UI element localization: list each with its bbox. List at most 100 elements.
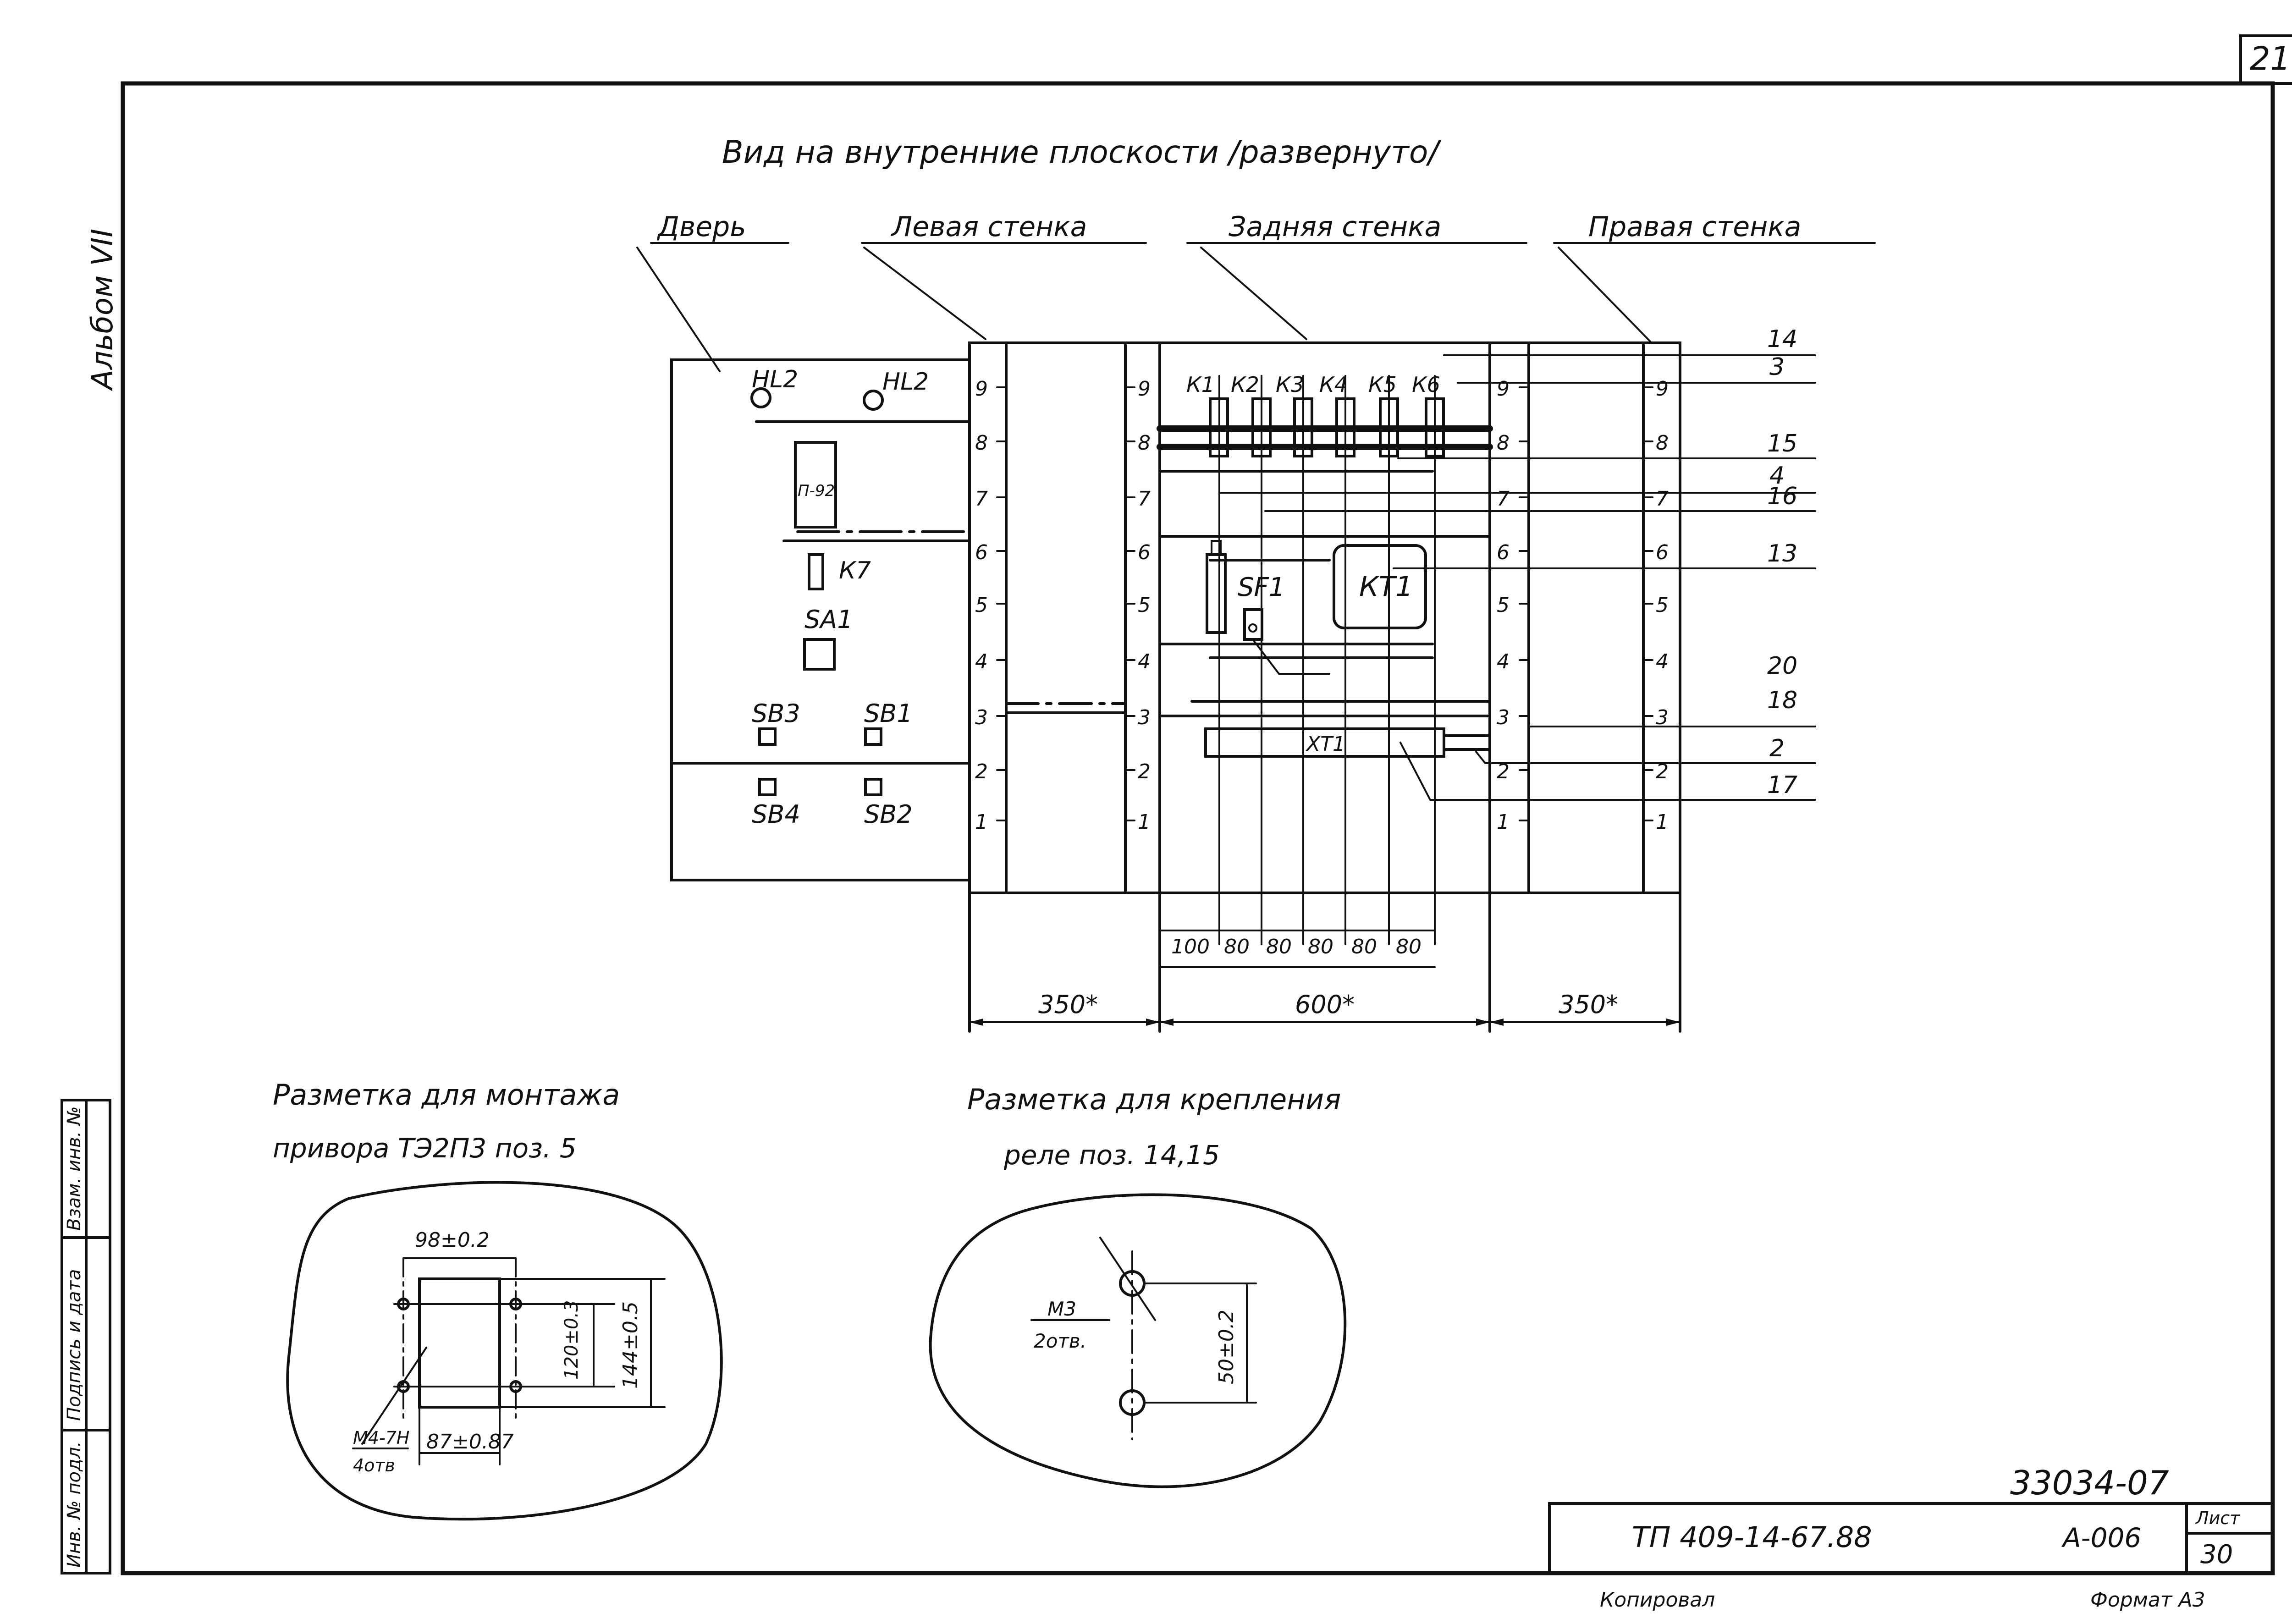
- time-relay-kt1: [1333, 544, 1427, 629]
- marking-relay: Разметка для крепления реле поз. 14,15 5…: [929, 1083, 1347, 1488]
- scale-tick-label: 4: [975, 650, 988, 673]
- scale-tick-label: 5: [1497, 594, 1510, 617]
- scale-tick-label: 9: [1656, 377, 1669, 401]
- label-relay-k4: К4: [1319, 372, 1348, 397]
- scale-tick-label: 6: [1138, 541, 1151, 564]
- label-relay-k5: К5: [1368, 372, 1397, 397]
- label-hole-m4: М4-7Н: [353, 1428, 409, 1448]
- rail-scale-right-a: 1 2 3 4 5 6 7 8 9: [1497, 377, 1530, 834]
- label-hl2-a: HL2: [752, 366, 798, 393]
- relay-k3: [1293, 397, 1313, 457]
- scale-tick-label: 7: [1138, 487, 1151, 511]
- scale-tick-label: 2: [1138, 760, 1151, 783]
- relay-k7: [808, 553, 824, 590]
- mount-hole: [509, 1380, 522, 1393]
- breaker-sf1-mark: [1211, 540, 1222, 556]
- label-holes-2: 2отв.: [1034, 1330, 1086, 1352]
- dim-spacing-80: 80: [1266, 935, 1292, 958]
- device-cutout: [418, 1277, 501, 1409]
- scale-tick-label: 9: [1138, 377, 1151, 401]
- marking-relay-title-1: Разметка для крепления: [967, 1083, 1341, 1116]
- scale-tick-label: 9: [1497, 377, 1510, 401]
- callout-20: 20: [1767, 652, 1797, 680]
- scale-tick-label: 4: [1656, 650, 1669, 673]
- dim-right-350: 350*: [1559, 990, 1618, 1019]
- doc-code: ТП 409-14-67.88: [1632, 1520, 1872, 1554]
- scale-tick-label: 1: [975, 810, 988, 834]
- dim-98: 98±0.2: [415, 1228, 490, 1252]
- scale-tick-label: 1: [1497, 810, 1510, 834]
- scale-tick-label: 8: [975, 431, 988, 455]
- right-wall: [1443, 354, 1816, 727]
- sheet-number-top: 21: [2250, 40, 2291, 77]
- label-door: Дверь: [656, 211, 746, 243]
- callout-14: 14: [1767, 325, 1797, 353]
- label-holes-4: 4отв: [353, 1455, 395, 1475]
- scale-tick-label: 1: [1656, 810, 1669, 834]
- label-kt1: КТ1: [1359, 571, 1413, 603]
- mount-hole: [509, 1298, 522, 1310]
- side-stamp-inv: Инв. № подл.: [64, 1441, 85, 1568]
- door-panel: HL2 HL2 П-92 К7 SA1 SB3 SB1 SB4 SB2: [670, 358, 971, 881]
- label-sb4: SB4: [752, 800, 800, 829]
- side-stamp-replace: Взам. инв. №: [64, 1106, 85, 1231]
- scale-tick-label: 5: [975, 594, 988, 617]
- callout-16: 16: [1767, 483, 1797, 510]
- label-sf1: SF1: [1238, 573, 1285, 602]
- label-hl2-b: HL2: [882, 368, 929, 396]
- dim-spacing-80: 80: [1351, 935, 1377, 958]
- callout-15: 15: [1767, 430, 1797, 457]
- format-label: Формат А3: [2090, 1588, 2205, 1612]
- scale-tick-label: 7: [1656, 487, 1669, 511]
- scale-tick-label: 9: [975, 377, 988, 401]
- terminal-block-xt1: [1204, 727, 1445, 758]
- scale-tick-label: 6: [1497, 541, 1510, 564]
- signal-lamp-hl2-a: [750, 387, 771, 408]
- label-hole-m3: М3: [1047, 1298, 1076, 1320]
- dim-spacing-80: 80: [1396, 935, 1421, 958]
- scale-tick-label: 3: [1656, 706, 1669, 729]
- sheet-frame: [121, 34, 2292, 1575]
- dim-50: 50±0.2: [1215, 1310, 1238, 1384]
- scale-tick-label: 4: [1497, 650, 1510, 673]
- relay-k5: [1379, 397, 1399, 457]
- callout-18: 18: [1767, 687, 1797, 714]
- overall-dimensions: 350* 600* 350*: [969, 990, 1681, 1026]
- mount-hole: [397, 1298, 410, 1310]
- callout-2: 2: [1769, 735, 1785, 762]
- spacing-dimensions: 100 80 80 80 80 80: [1159, 935, 1436, 968]
- relay-k6: [1425, 397, 1445, 457]
- main-title: Вид на внутренние плоскости /развернуто/: [722, 134, 1442, 171]
- label-relay-k3: К3: [1276, 372, 1304, 397]
- callout-13: 13: [1767, 540, 1797, 567]
- scale-tick-label: 6: [1656, 541, 1669, 564]
- scale-tick-label: 3: [1138, 706, 1151, 729]
- rail-scale-right-b: 1 2 3 4 5 6 7 8 9: [1642, 377, 1669, 834]
- dim-spacing-80: 80: [1308, 935, 1333, 958]
- dim-87: 87±0.87: [426, 1430, 514, 1453]
- dim-spacing-80: 80: [1224, 935, 1250, 958]
- label-k7: К7: [839, 557, 871, 584]
- title-block: 33034-07 ТП 409-14-67.88 А-006 Лист 30 К…: [1548, 1464, 2274, 1612]
- scale-tick-label: 3: [1497, 706, 1510, 729]
- copied-label: Копировал: [1600, 1588, 1715, 1612]
- scale-tick-label: 4: [1138, 650, 1151, 673]
- side-stamp: Инв. № подл. Подпись и дата Взам. инв. №: [61, 1099, 111, 1574]
- scale-tick-label: 6: [975, 541, 988, 564]
- switch-sa1: [803, 638, 836, 671]
- label-sb3: SB3: [752, 699, 800, 728]
- marking-relay-title-2: реле поз. 14,15: [1003, 1140, 1220, 1171]
- label-relay-k2: К2: [1231, 372, 1259, 397]
- button-sb3: [758, 727, 777, 746]
- dim-120: 120±0.3: [561, 1300, 582, 1380]
- button-sb2: [864, 778, 882, 796]
- label-right-wall: Правая стенка: [1588, 211, 1801, 243]
- callout-4: 4: [1769, 462, 1785, 490]
- button-sb1: [864, 727, 882, 746]
- side-stamp-sign: Подпись и дата: [64, 1269, 85, 1421]
- meter-p92: [794, 441, 837, 528]
- label-sa1: SA1: [804, 605, 853, 634]
- scale-tick-label: 7: [1497, 487, 1510, 511]
- dim-spacing-100: 100: [1171, 935, 1210, 958]
